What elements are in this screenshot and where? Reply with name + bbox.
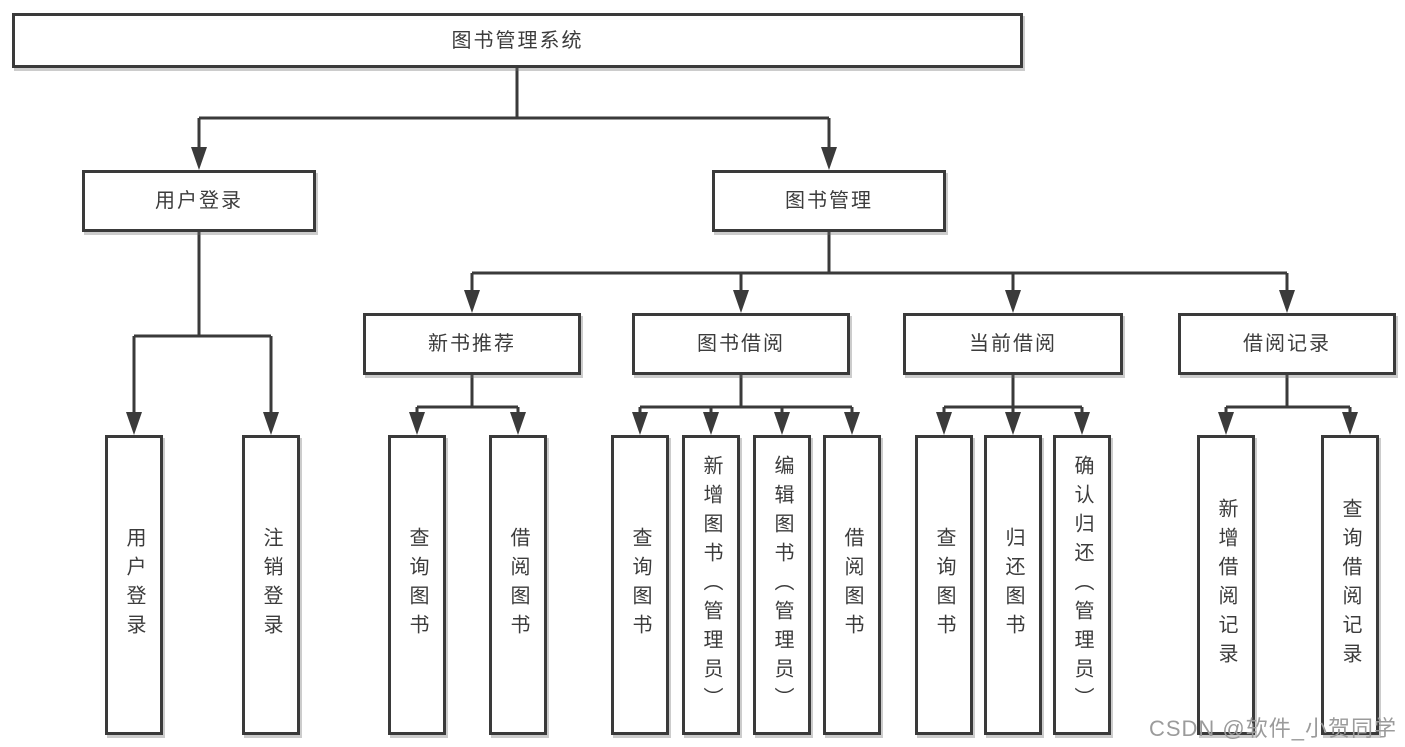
node-book-borrow-label: 图书借阅 xyxy=(697,333,785,355)
arrowhead-icon xyxy=(464,290,480,313)
arrowhead-icon xyxy=(409,412,425,435)
leaf-user-login: 用户登录 xyxy=(105,435,163,735)
leaf-borrow-add-books-admin-label: 新增图书（管理员） xyxy=(700,454,722,716)
leaf-records-query-record-label: 查询借阅记录 xyxy=(1339,498,1361,672)
connector-borrow-records-children xyxy=(1218,375,1358,435)
arrowhead-icon xyxy=(1005,290,1021,313)
leaf-records-add-record-label: 新增借阅记录 xyxy=(1215,498,1237,672)
node-current-borrow-label: 当前借阅 xyxy=(969,333,1057,355)
arrowhead-icon xyxy=(1342,412,1358,435)
leaf-logout: 注销登录 xyxy=(242,435,300,735)
node-user-login-label: 用户登录 xyxy=(155,190,243,212)
arrowhead-icon xyxy=(1005,412,1021,435)
leaf-current-confirm-return-admin-label: 确认归还（管理员） xyxy=(1071,454,1093,716)
arrowhead-icon xyxy=(1074,412,1090,435)
leaf-borrow-query-books-label: 查询图书 xyxy=(629,527,651,643)
node-borrow-records-label: 借阅记录 xyxy=(1243,333,1331,355)
leaf-borrow-borrow-books: 借阅图书 xyxy=(823,435,881,735)
connector-new-book-rec-children xyxy=(409,375,526,435)
leaf-current-return-books-label: 归还图书 xyxy=(1002,527,1024,643)
leaf-current-query-books: 查询图书 xyxy=(915,435,973,735)
node-new-book-rec: 新书推荐 xyxy=(363,313,581,375)
arrowhead-icon xyxy=(703,412,719,435)
arrowhead-icon xyxy=(774,412,790,435)
connector-root-to-level2 xyxy=(191,68,837,170)
leaf-newbook-query-books-label: 查询图书 xyxy=(406,527,428,643)
node-new-book-rec-label: 新书推荐 xyxy=(428,333,516,355)
leaf-current-return-books: 归还图书 xyxy=(984,435,1042,735)
arrowhead-icon xyxy=(632,412,648,435)
leaf-newbook-borrow-books: 借阅图书 xyxy=(489,435,547,735)
node-book-mgmt-label: 图书管理 xyxy=(785,190,873,212)
leaf-newbook-query-books: 查询图书 xyxy=(388,435,446,735)
csdn-watermark: CSDN @软件_小贺同学 xyxy=(1148,716,1397,741)
node-book-mgmt: 图书管理 xyxy=(712,170,946,232)
node-borrow-records: 借阅记录 xyxy=(1178,313,1396,375)
arrowhead-icon xyxy=(1279,290,1295,313)
node-root-label: 图书管理系统 xyxy=(451,29,584,52)
arrowhead-icon xyxy=(263,412,279,435)
arrowhead-icon xyxy=(191,147,207,170)
leaf-logout-label: 注销登录 xyxy=(260,527,282,643)
connector-user-login-children xyxy=(126,232,279,435)
leaf-borrow-add-books-admin: 新增图书（管理员） xyxy=(682,435,740,735)
leaf-borrow-edit-books-admin: 编辑图书（管理员） xyxy=(753,435,811,735)
arrowhead-icon xyxy=(510,412,526,435)
arrowhead-icon xyxy=(936,412,952,435)
arrowhead-icon xyxy=(733,290,749,313)
node-user-login: 用户登录 xyxy=(82,170,316,232)
connector-book-mgmt-children xyxy=(464,232,1295,313)
arrowhead-icon xyxy=(821,147,837,170)
leaf-records-query-record: 查询借阅记录 xyxy=(1321,435,1379,735)
leaf-newbook-borrow-books-label: 借阅图书 xyxy=(507,527,529,643)
node-book-borrow: 图书借阅 xyxy=(632,313,850,375)
arrowhead-icon xyxy=(126,412,142,435)
leaf-borrow-borrow-books-label: 借阅图书 xyxy=(841,527,863,643)
leaf-current-confirm-return-admin: 确认归还（管理员） xyxy=(1053,435,1111,735)
arrowhead-icon xyxy=(1218,412,1234,435)
node-current-borrow: 当前借阅 xyxy=(903,313,1123,375)
connector-book-borrow-children xyxy=(632,375,860,435)
leaf-borrow-edit-books-admin-label: 编辑图书（管理员） xyxy=(771,454,793,716)
leaf-borrow-query-books: 查询图书 xyxy=(611,435,669,735)
leaf-records-add-record: 新增借阅记录 xyxy=(1197,435,1255,735)
connector-current-borrow-children xyxy=(936,375,1090,435)
node-root: 图书管理系统 xyxy=(12,13,1023,68)
arrowhead-icon xyxy=(844,412,860,435)
leaf-user-login-label: 用户登录 xyxy=(123,527,145,643)
leaf-current-query-books-label: 查询图书 xyxy=(933,527,955,643)
